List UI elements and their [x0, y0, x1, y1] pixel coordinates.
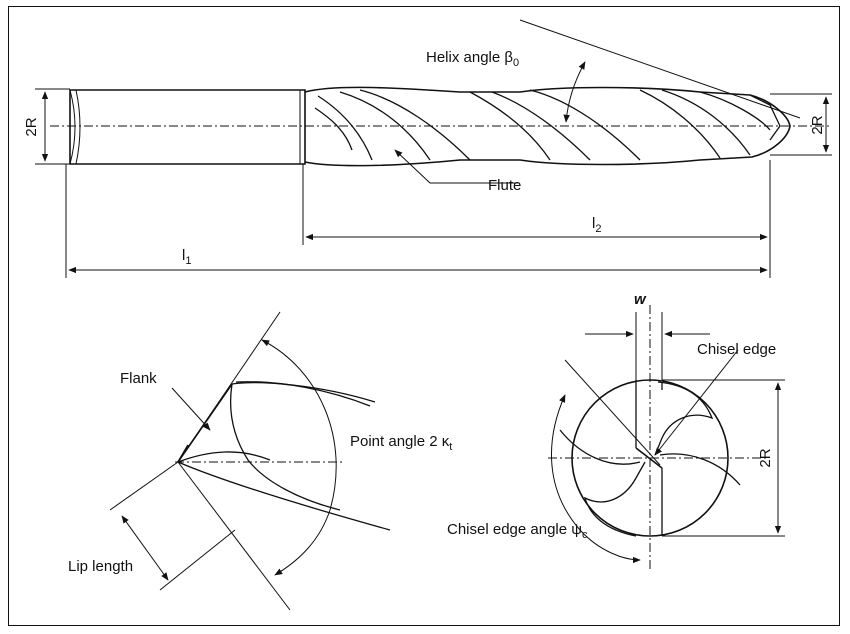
drill-lower-edge: [177, 461, 391, 531]
shank-diameter-label: 2R: [23, 117, 40, 136]
figure-border: [8, 6, 840, 626]
helix-angle-label: Helix angle β0: [426, 49, 519, 69]
flank-outline: [229, 383, 341, 511]
point-angle-label: Point angle 2 κt: [350, 433, 452, 453]
helix-reference-line: [519, 19, 801, 119]
w-label: w: [634, 291, 647, 308]
flank-label: Flank: [120, 370, 157, 387]
point-angle-line-lower: [177, 461, 291, 611]
point-angle-arc: [261, 339, 337, 576]
flute-leader: [394, 149, 518, 184]
drill-point-side-view: [109, 311, 391, 611]
body-diameter-label: 2R: [809, 115, 826, 134]
end-view-diameter-label: 2R: [757, 448, 774, 467]
drill-shank: [69, 89, 306, 165]
drill-fluted-body: [304, 86, 791, 167]
flank-leader: [171, 387, 211, 431]
l1-label: l1: [182, 247, 191, 267]
lip-length-dimension: [121, 515, 169, 581]
drill-upper-edge: [231, 382, 376, 403]
chisel-edge-angle-arc: [551, 394, 641, 564]
flute-label: Flute: [488, 177, 521, 194]
l2-label: l2: [592, 215, 601, 235]
lip-length-label: Lip length: [68, 558, 133, 575]
drill-side-view: [35, 19, 832, 278]
chisel-edge-angle-label: Chisel edge angle ψc: [447, 521, 588, 541]
point-angle-line-upper: [177, 311, 281, 463]
helix-angle-arc: [563, 61, 586, 123]
drill-end-view: [548, 305, 785, 570]
flute-lower-left: [583, 461, 646, 537]
chisel-edge-label: Chisel edge: [697, 341, 776, 358]
flute-upper-right: [654, 381, 714, 456]
chisel-edge-leader: [654, 349, 739, 456]
